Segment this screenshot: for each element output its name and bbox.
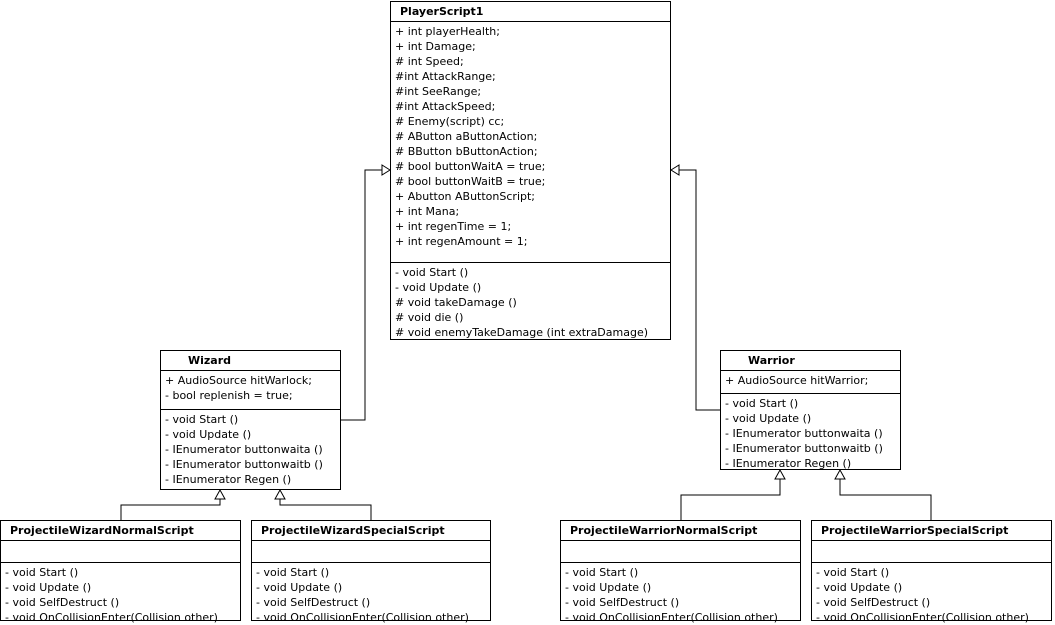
class-attribute: # BButton bButtonAction; [395,145,538,158]
class-operation: - void Start () [816,566,890,579]
class-wizard: Wizard + AudioSource hitWarlock; - bool r… [160,350,341,490]
class-operation: - void Update () [565,581,652,594]
generalization-arrowhead [214,488,226,500]
class-name: ProjectileWizardSpecialScript [252,521,490,541]
class-operation: - void Update () [816,581,903,594]
class-projectile-warrior-special-script: ProjectileWarriorSpecialScript - void St… [811,520,1052,624]
class-name: Warrior [721,351,900,371]
class-name: PlayerScript1 [391,2,670,22]
class-attribute: + int Damage; [395,40,476,53]
class-operation: - void Update () [395,281,482,294]
class-operation: - void Start () [165,413,239,426]
class-operation: - void Start () [725,397,799,410]
class-operation: # void takeDamage () [395,296,517,309]
class-operation: - IEnumerator buttonwaita () [725,427,883,440]
generalization-arrowhead [670,164,680,176]
class-operation: - void Update () [256,581,343,594]
class-operation: - IEnumerator buttonwaitb () [165,458,323,471]
attributes-section: + AudioSource hitWarlock; - bool replenis… [161,371,340,409]
class-warrior: Warrior + AudioSource hitWarrior; - void… [720,350,901,470]
class-name: ProjectileWizardNormalScript [1,521,240,541]
generalization-arrowhead [834,468,846,480]
class-attribute: # bool buttonWaitA = true; [395,160,546,173]
class-attribute: + AudioSource hitWarlock; [165,374,312,387]
class-operation: - void Start () [565,566,639,579]
generalization-arrowhead [774,468,786,480]
class-name: ProjectileWarriorSpecialScript [812,521,1051,541]
class-attribute: #int AttackSpeed; [395,100,496,113]
operations-section: - void Start () - void Update () - IEnumer… [161,409,340,487]
class-attribute: # Enemy(script) cc; [395,115,505,128]
edge-pwrn-to-warrior [680,479,781,520]
class-operation: - void Start () [5,566,79,579]
generalization-arrowhead [381,164,391,176]
class-operation: - void OnCollisionEnter(Collision other) [565,611,778,624]
class-attribute: - bool replenish = true; [165,389,293,402]
class-operation: - void OnCollisionEnter(Collision other) [256,611,469,624]
edge-wizard-to-player [341,169,383,421]
operations-section: - void Start () - void Update () - void Se… [561,562,800,625]
class-operation: - void SelfDestruct () [816,596,931,609]
operations-section: - void Start () - void Update () - void Se… [252,562,490,625]
operations-section: - void Start () - void Update () - void Se… [812,562,1051,625]
class-operation: - void SelfDestruct () [5,596,120,609]
class-attribute: # bool buttonWaitB = true; [395,175,546,188]
class-operation: - void Update () [165,428,252,441]
class-projectile-warrior-normal-script: ProjectileWarriorNormalScript - void Sta… [560,520,801,624]
class-operation: - IEnumerator Regen () [725,457,852,470]
operations-section: - void Start () - void Update () - IEnumer… [721,393,900,471]
class-attribute: # int Speed; [395,55,464,68]
class-attribute: + int regenTime = 1; [395,220,512,233]
class-operation: # void enemyTakeDamage (int extraDamage) [395,326,649,339]
attributes-section: + int playerHealth; + int Damage; # int Sp… [391,22,670,262]
class-attribute: #int AttackRange; [395,70,496,83]
operations-section: - void Start () - void Update () - void Se… [1,562,240,625]
class-operation: - void Start () [256,566,330,579]
class-attribute: # AButton aButtonAction; [395,130,538,143]
class-name: ProjectileWarriorNormalScript [561,521,800,541]
attributes-section [1,541,240,562]
class-attribute: + int playerHealth; [395,25,500,38]
class-name: Wizard [161,351,340,371]
edge-pwn-to-wizard [120,499,221,520]
class-operation: - void Update () [5,581,92,594]
class-playerscript1: PlayerScript1 + int playerHealth; + int D… [390,1,671,340]
edge-warrior-to-player [679,169,720,411]
class-attribute: + Abutton AButtonScript; [395,190,535,203]
class-projectile-wizard-special-script: ProjectileWizardSpecialScript - void Sta… [251,520,491,624]
edge-pwrs-to-warrior [839,479,932,520]
class-operation: - void SelfDestruct () [256,596,371,609]
class-attribute: #int SeeRange; [395,85,482,98]
edge-pws-to-wizard [279,499,372,520]
class-operation: - IEnumerator buttonwaitb () [725,442,883,455]
attributes-section [252,541,490,562]
class-operation: - IEnumerator buttonwaita () [165,443,323,456]
class-operation: - IEnumerator Regen () [165,473,292,486]
class-attribute: + int Mana; [395,205,460,218]
attributes-section [561,541,800,562]
attributes-section [812,541,1051,562]
class-attribute: + int regenAmount = 1; [395,235,528,248]
operations-section: - void Start () - void Update () # void ta… [391,262,670,340]
class-projectile-wizard-normal-script: ProjectileWizardNormalScript - void Star… [0,520,241,624]
class-operation: - void Start () [395,266,469,279]
class-operation: - void OnCollisionEnter(Collision other) [816,611,1029,624]
class-operation: # void die () [395,311,464,324]
class-attribute: + AudioSource hitWarrior; [725,374,869,387]
class-operation: - void Update () [725,412,812,425]
class-operation: - void OnCollisionEnter(Collision other) [5,611,218,624]
class-operation: - void SelfDestruct () [565,596,680,609]
attributes-section: + AudioSource hitWarrior; [721,371,900,393]
generalization-arrowhead [274,488,286,500]
